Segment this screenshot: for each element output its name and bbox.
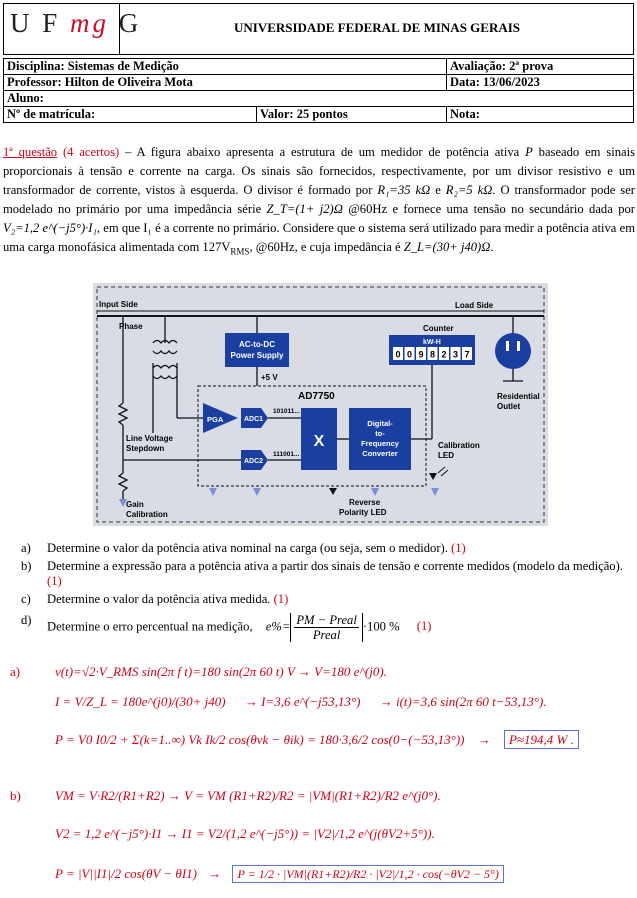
svg-text:X: X xyxy=(314,433,325,450)
counter-digit: 3 xyxy=(453,350,458,360)
counter-digit-cell xyxy=(404,347,415,360)
plus5v-label: +5 V xyxy=(261,373,278,382)
pga-block xyxy=(203,403,238,433)
calibration-led-label-2: LED xyxy=(438,451,454,460)
diagram-frame xyxy=(96,286,545,523)
voltage-divider xyxy=(117,316,129,501)
ad7750-label: AD7750 xyxy=(298,391,335,402)
matricula-cell: Nº de matrícula: xyxy=(3,106,257,123)
ground-arrows xyxy=(119,488,439,507)
counter-digit: 7 xyxy=(464,350,469,360)
question-number: 1ª questão xyxy=(3,145,58,159)
gain-cal-label-1: Gain xyxy=(126,500,144,509)
phase-label: Phase xyxy=(119,322,143,331)
answer-b-line2: V2 = 1,2 e^(−j5°)·I1 → I1 = V2/(1,2 e^(−… xyxy=(55,826,435,841)
svg-text:Converter: Converter xyxy=(362,449,398,458)
counter-digit: 2 xyxy=(441,350,446,360)
ufmg-logo: U F mg G xyxy=(10,8,142,38)
svg-text:ADC1: ADC1 xyxy=(244,416,263,423)
professor-cell: Professor: Hilton de Oliveira Mota xyxy=(3,74,447,91)
university-title: UNIVERSIDADE FEDERAL DE MINAS GERAIS xyxy=(233,20,521,35)
diagram-background xyxy=(93,283,548,526)
current-transformer xyxy=(152,316,178,388)
answer-b-line1: VM = V·R2/(R1+R2) → V = VM (R1+R2)/R2 = … xyxy=(55,788,441,803)
zt-value: Z_T=(1+ j2)Ω xyxy=(266,202,343,216)
calibration-led-label-1: Calibration xyxy=(438,441,480,450)
residential-label-2: Outlet xyxy=(497,402,520,411)
svg-text:101011...: 101011... xyxy=(273,408,300,415)
question-text: 1ª questão (4 acertos) – A figura abaixo… xyxy=(3,145,636,257)
svg-text:kW-H: kW-H xyxy=(423,339,441,346)
answer-b-line3: P = |V||I1|/2 cos(θV − θI1) → P = 1/2 · … xyxy=(55,865,504,883)
load-side-label: Load Side xyxy=(455,301,494,310)
answer-b-result: P = 1/2 · |VM|(R1+R2)/R2 · |V2|/1,2 · co… xyxy=(232,865,504,883)
svg-text:to-: to- xyxy=(375,429,385,438)
input-side-label: Input Side xyxy=(99,300,138,309)
multiplier-block xyxy=(301,408,337,470)
item-a: a) Determine o valor da potência ativa n… xyxy=(21,541,466,555)
counter-digit-cell xyxy=(416,347,426,360)
svg-text:AC-to-DC: AC-to-DC xyxy=(239,340,275,349)
line-voltage-label-1: Line Voltage xyxy=(126,434,174,443)
line-voltage-label-2: Stepdown xyxy=(126,444,164,453)
logo-cell xyxy=(3,3,120,55)
item-d: d) Determine o erro percentual na mediçã… xyxy=(21,613,432,642)
item-b: b) Determine a expressão para a potência… xyxy=(21,558,623,589)
adc1-block xyxy=(241,408,268,428)
residential-label-1: Residential xyxy=(497,392,540,401)
counter-digit: 0 xyxy=(395,350,400,360)
answer-a-line1: v(t)=√2·V_RMS sin(2π f t)=180 sin(2π 60 … xyxy=(55,664,387,679)
outlet-symbol xyxy=(495,333,531,369)
info-table: Disciplina: Sistemas de Medição Avaliaçã… xyxy=(3,58,634,123)
answer-b-label: b) xyxy=(10,788,21,803)
calibration-led-icon xyxy=(429,473,437,480)
svg-text:Frequency: Frequency xyxy=(361,439,400,448)
counter-digit-cell xyxy=(462,347,472,360)
answer-a-result: P≈194,4 W . xyxy=(503,730,579,749)
question-items: a) Determine o valor da potência ativa n… xyxy=(3,541,635,644)
svg-text:111001...: 111001... xyxy=(273,451,300,458)
power-meter-diagram: Input Side Phase Load Side Line Voltage … xyxy=(93,283,548,526)
header-box xyxy=(3,3,634,55)
discipline-cell: Disciplina: Sistemas de Medição xyxy=(3,58,447,75)
r2-value: R₂=5 kΩ xyxy=(445,183,493,197)
question-hits: (4 acertos) xyxy=(62,145,120,159)
svg-text:ADC2: ADC2 xyxy=(244,458,263,465)
evaluation-cell: Avaliação: 2ª prova xyxy=(446,58,634,75)
svg-text:Power Supply: Power Supply xyxy=(231,351,284,360)
reverse-led-icon xyxy=(329,488,337,495)
reverse-label-2: Polarity LED xyxy=(339,508,387,517)
counter-digit-cell xyxy=(439,347,449,360)
gain-cal-label-2: Calibration xyxy=(126,510,168,519)
answer-a-label: a) xyxy=(10,664,21,679)
counter-digit-cell xyxy=(450,347,461,360)
answer-a-line3: P = V0 I0/2 + Σ(k=1..∞) Vk Ik/2 cos(θvk … xyxy=(55,730,579,749)
svg-text:Digital-: Digital- xyxy=(367,419,393,428)
r1-value: R₁=35 kΩ xyxy=(377,183,431,197)
item-c: c) Determine o valor da potência ativa m… xyxy=(21,591,289,606)
answer-a-line2: I = V/Z_L = 180e^(j0)/(30+ j40) → I=3,6 … xyxy=(55,694,547,709)
adc2-block xyxy=(241,450,268,470)
counter-label: Counter xyxy=(423,324,454,333)
counter-digit: 8 xyxy=(430,350,435,360)
counter-digit: 0 xyxy=(407,350,412,360)
date-cell: Data: 13/06/2023 xyxy=(446,74,634,91)
v2-value: V₂=1,2 e^(−j5°)·I₁ xyxy=(3,221,97,235)
value-cell: Valor: 25 pontos xyxy=(256,106,447,123)
svg-text:PGA: PGA xyxy=(207,415,224,424)
counter-digit-cell xyxy=(427,347,438,360)
ac-dc-box xyxy=(225,333,289,367)
zl-value: Z_L=(30+ j40)Ω xyxy=(403,240,491,254)
student-cell: Aluno: xyxy=(3,90,634,107)
ad7750-box xyxy=(197,385,427,487)
counter-digit-cell xyxy=(393,347,403,360)
reverse-label-1: Reverse xyxy=(349,498,381,507)
grade-cell: Nota: xyxy=(446,106,634,123)
counter-digit: 9 xyxy=(418,350,423,360)
dfc-block xyxy=(349,408,411,470)
